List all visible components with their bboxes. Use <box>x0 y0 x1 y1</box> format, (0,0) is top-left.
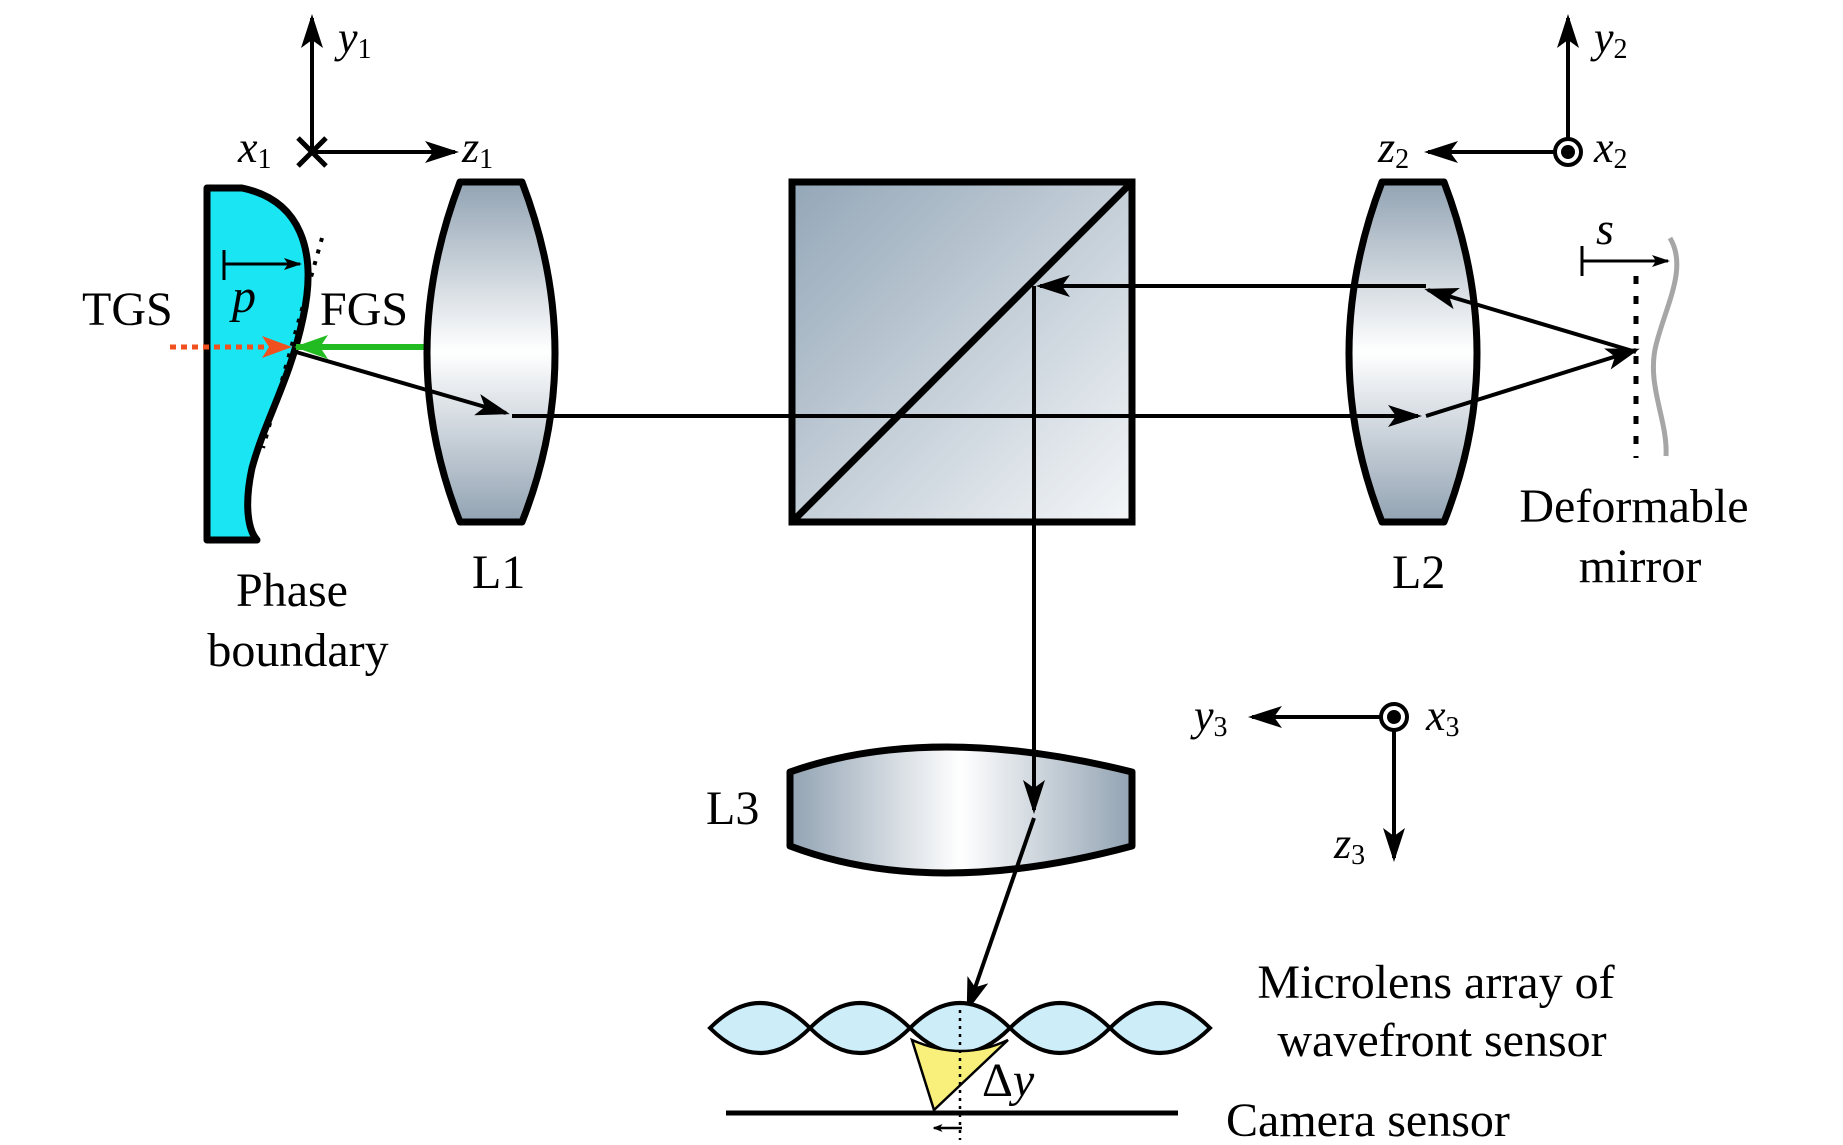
delta-y-variable: y <box>1008 1054 1035 1107</box>
coordinate-frame-1: y1 x1 z1 <box>237 13 493 175</box>
z3-subscript: 3 <box>1351 840 1365 871</box>
x1-subscript: 1 <box>258 144 272 175</box>
x2-subscript: 2 <box>1614 144 1628 175</box>
x1-into-page-cross-icon <box>296 136 328 168</box>
microlens-4 <box>1007 1001 1113 1055</box>
x2-label: x <box>1593 123 1614 172</box>
svg-text:y3: y3 <box>1190 691 1228 743</box>
ray-boundary-to-l1 <box>295 350 510 416</box>
fgs-label: FGS <box>320 283 408 336</box>
svg-text:x1: x1 <box>237 123 272 175</box>
y1-label: y <box>334 13 358 62</box>
delta-symbol: Δ <box>982 1054 1013 1107</box>
microlens-array-label-line2: wavefront sensor <box>1277 1014 1606 1067</box>
p-offset-bracket <box>222 250 302 280</box>
p-label: p <box>229 270 256 323</box>
deformable-mirror-surface <box>1650 236 1680 457</box>
y2-subscript: 2 <box>1614 34 1628 65</box>
deformable-mirror-label-line1: Deformable <box>1519 480 1748 533</box>
svg-text:Microlens array of wavefro: Microlens array of wavefront sensor <box>1257 956 1626 1067</box>
coordinate-frame-2: y2 x2 z2 <box>1377 13 1628 175</box>
svg-text:y1: y1 <box>334 13 372 65</box>
svg-text:z2: z2 <box>1377 123 1409 175</box>
tangent-dotted-line <box>261 237 324 449</box>
microlens-array-label-line1: Microlens array of <box>1257 956 1614 1009</box>
ray-mirror-to-l2 <box>1424 288 1637 354</box>
z1-subscript: 1 <box>479 144 493 175</box>
svg-text:x2: x2 <box>1593 123 1628 175</box>
beam-splitter-diagonal <box>789 179 1135 525</box>
z1-label: z <box>461 123 479 172</box>
x1-label: x <box>237 123 258 172</box>
lens-l2 <box>1345 178 1481 526</box>
beam-splitter-cube <box>788 178 1136 526</box>
phase-boundary: p <box>203 184 324 544</box>
svg-text:z3: z3 <box>1333 819 1365 871</box>
y3-subscript: 3 <box>1214 712 1228 743</box>
tgs-label: TGS <box>82 283 173 336</box>
phase-boundary-label-line1: Phase <box>236 564 348 617</box>
svg-text:Phase boundary: Phase boundary <box>207 564 388 677</box>
x3-subscript: 3 <box>1446 712 1460 743</box>
svg-text:z1: z1 <box>461 123 493 175</box>
lens-l1 <box>423 178 559 526</box>
deformable-mirror-label-line2: mirror <box>1579 540 1702 593</box>
lens-l3 <box>786 743 1136 877</box>
x2-out-of-page-dot-icon <box>1553 137 1583 167</box>
z3-label: z <box>1333 819 1351 868</box>
camera-sensor-label: Camera sensor <box>1226 1094 1510 1145</box>
lens-l2-label: L2 <box>1392 546 1445 599</box>
y3-label: y <box>1190 691 1214 740</box>
microlens-2 <box>807 1001 913 1055</box>
z2-subscript: 2 <box>1395 144 1409 175</box>
lens-l3-label: L3 <box>706 782 759 835</box>
microlens-1 <box>707 1001 813 1055</box>
s-offset-bracket <box>1580 246 1670 276</box>
phase-boundary-label-line2: boundary <box>207 624 388 677</box>
ray-l2-to-mirror <box>1425 348 1640 418</box>
microlens-5 <box>1107 1001 1213 1055</box>
svg-text:x3: x3 <box>1425 691 1460 743</box>
deformable-mirror: s <box>1580 203 1680 458</box>
ray-l3-to-microlens <box>966 817 1036 1012</box>
z2-label: z <box>1377 123 1395 172</box>
phase-boundary-shape <box>203 184 312 544</box>
x3-label: x <box>1425 691 1446 740</box>
coordinate-frame-3: y3 x3 z3 <box>1190 691 1460 871</box>
s-label: s <box>1596 203 1614 254</box>
y1-subscript: 1 <box>358 34 372 65</box>
y2-label: y <box>1590 13 1614 62</box>
lens-l1-label: L1 <box>472 546 525 599</box>
x3-out-of-page-dot-icon <box>1379 702 1409 732</box>
svg-text:Δy: Δy <box>982 1054 1035 1107</box>
svg-text:Deformable mirror: Deformable mirror <box>1519 480 1760 593</box>
svg-text:y2: y2 <box>1590 13 1628 65</box>
ray-paths <box>295 275 1640 1012</box>
